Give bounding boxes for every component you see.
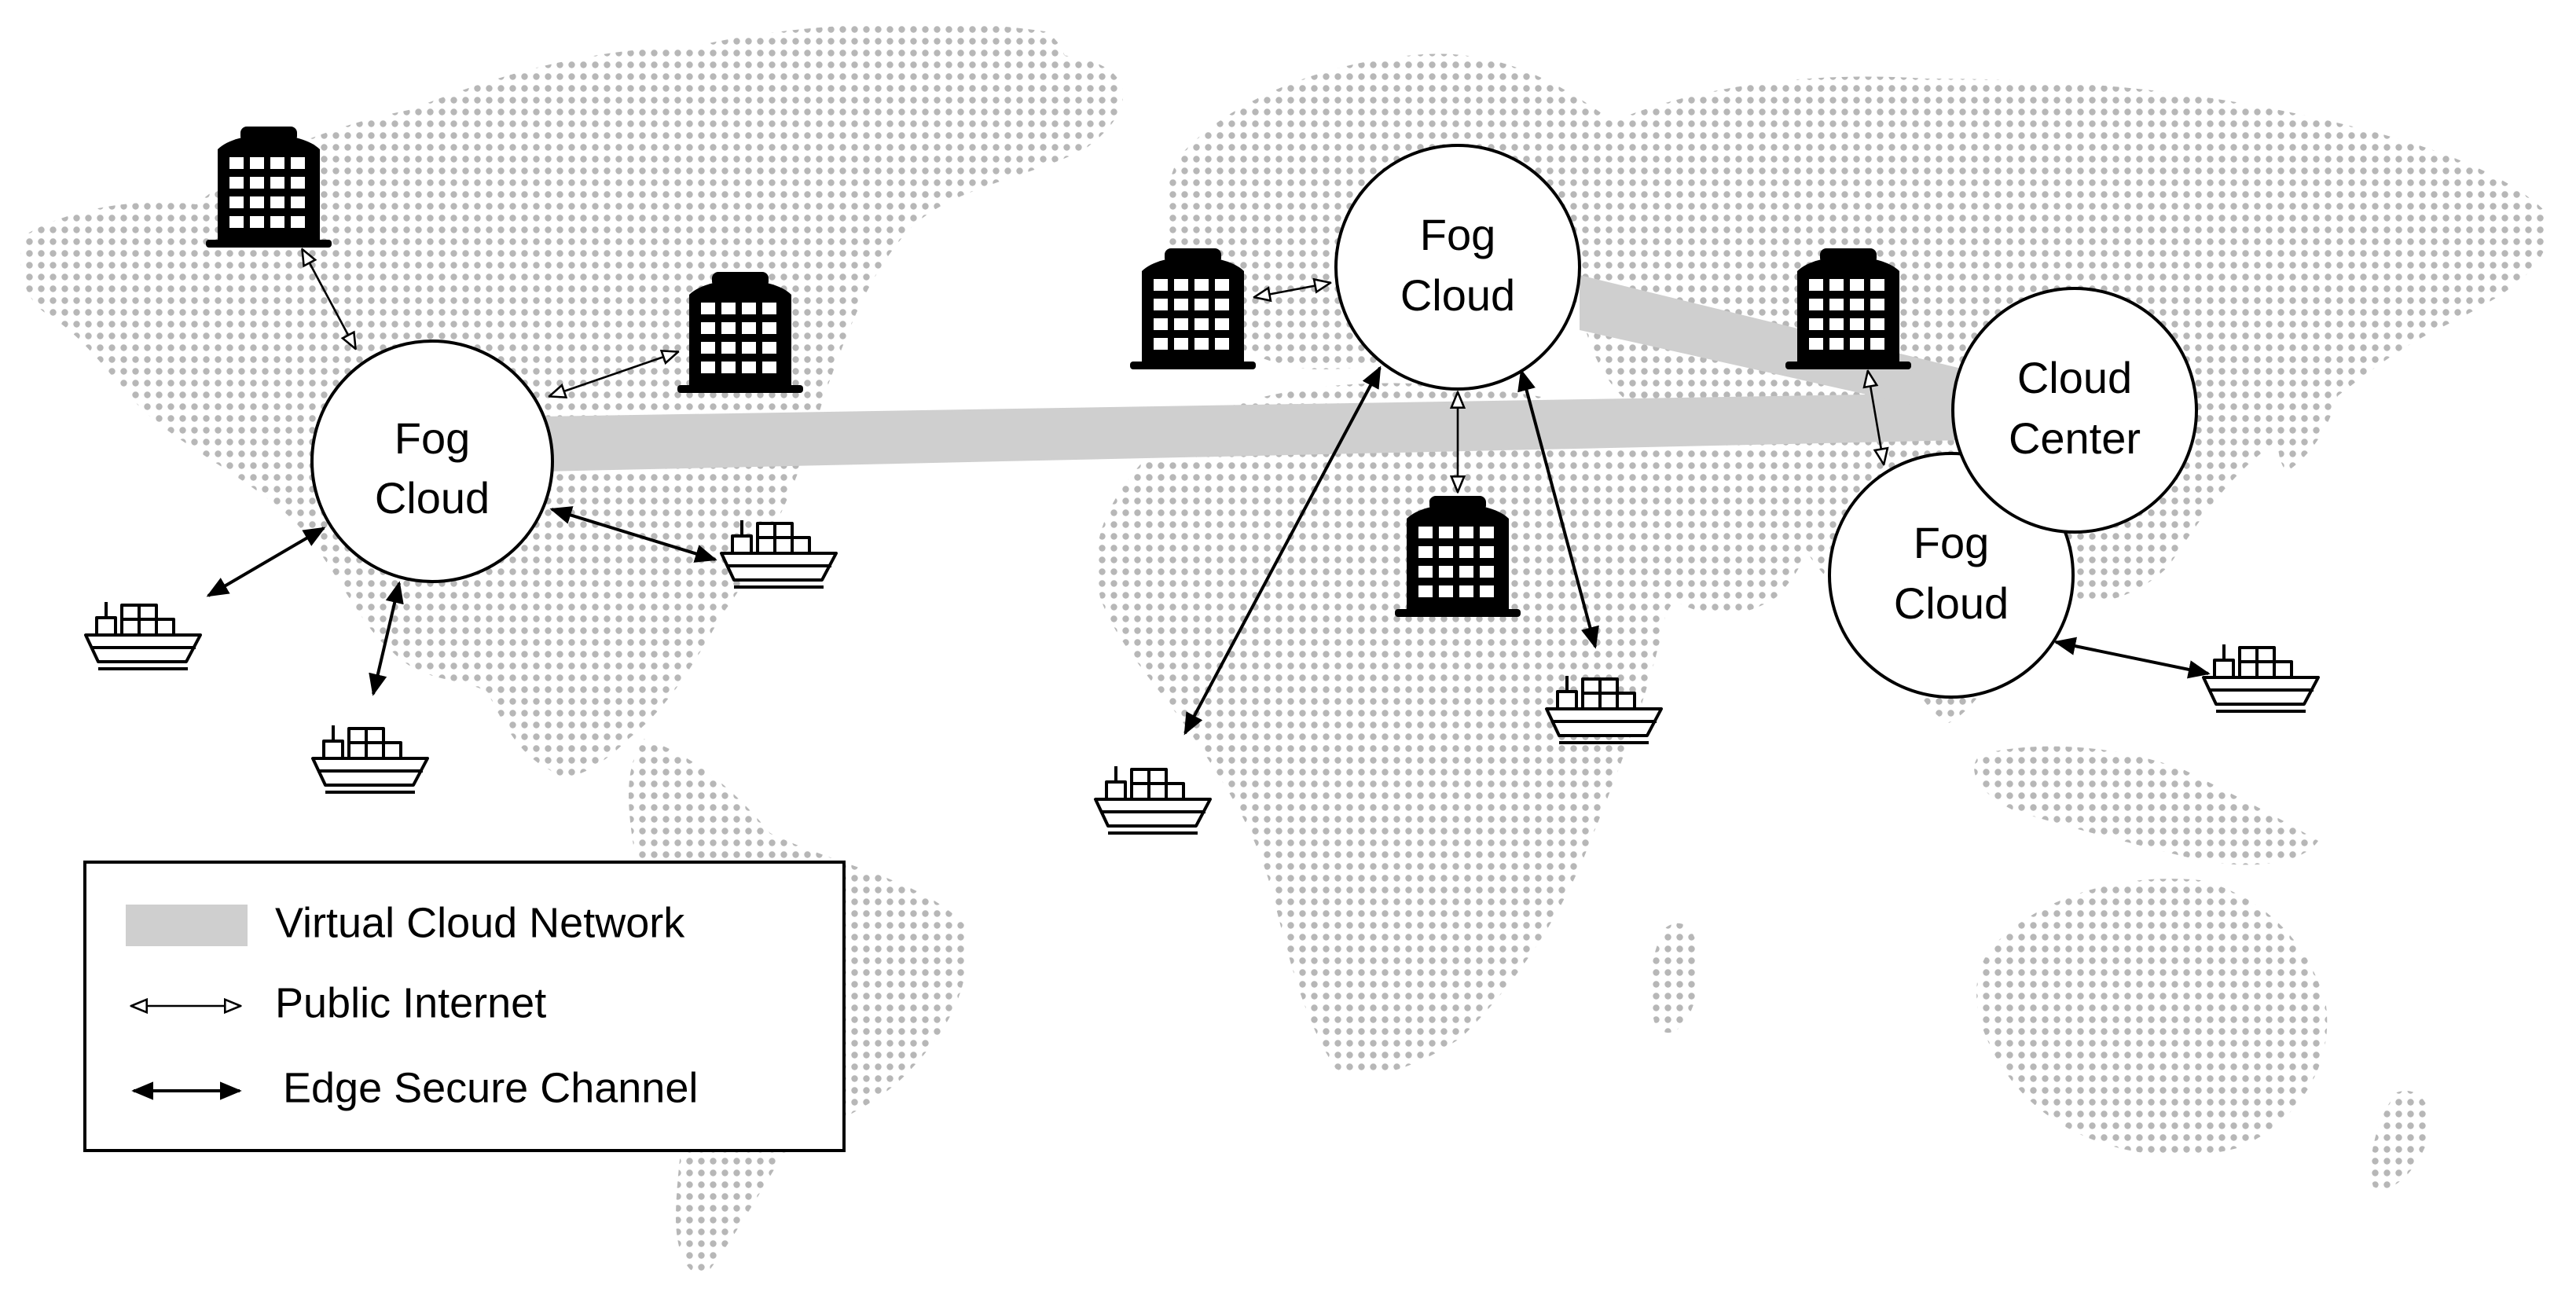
legend-edge-secure-channel-label: Edge Secure Channel (283, 1064, 698, 1111)
cargo-ship-icon (1094, 765, 1212, 835)
office-building-icon (1785, 248, 1911, 369)
office-building-icon (677, 272, 803, 393)
edge-secure-channels (206, 365, 2211, 736)
legend-virtual-cloud-network-label: Virtual Cloud Network (275, 899, 685, 946)
fog-cloud-east-line2: Cloud (1894, 578, 2009, 628)
public-internet-links (303, 250, 1884, 491)
fog-cloud-central-line1: Fog (1420, 210, 1496, 259)
legend-public-internet-label: Public Internet (275, 979, 546, 1026)
legend-virtual-network-swatch (126, 905, 248, 946)
office-building-icon (206, 127, 332, 248)
office-building-icon (1395, 496, 1521, 617)
fog-cloud-west-line1: Fog (394, 413, 471, 463)
secure-channel-central-ship1 (1183, 365, 1382, 736)
secure-channel-east-ship (2053, 637, 2211, 679)
legend: Virtual Cloud Network Public Internet Ed… (83, 861, 846, 1152)
secure-channel-west-ship1 (206, 527, 326, 597)
office-building-icon (1130, 248, 1256, 369)
fog-cloud-west: Fog Cloud (310, 340, 554, 583)
public-link-east-building (1868, 372, 1884, 464)
cargo-ship-icon (84, 600, 202, 670)
fog-cloud-east-line1: Fog (1914, 518, 1990, 567)
secure-channel-west-ship2 (369, 581, 404, 696)
public-link-west-building1 (303, 250, 355, 348)
public-link-west-building2 (550, 352, 677, 396)
cloud-center-line2: Center (2009, 413, 2141, 463)
fog-cloud-west-line2: Cloud (375, 473, 490, 523)
cloud-center-line1: Cloud (2017, 353, 2132, 402)
secure-channel-central-ship2 (1517, 369, 1599, 649)
cargo-ship-icon (2202, 643, 2320, 713)
secure-channel-west-ship3 (549, 506, 717, 563)
cargo-ship-icon (311, 724, 429, 794)
fog-cloud-central-line2: Cloud (1400, 270, 1515, 320)
fog-cloud-central: Fog Cloud (1334, 144, 1581, 391)
public-link-central-building1 (1255, 283, 1330, 297)
cloud-center: Cloud Center (1951, 287, 2198, 534)
